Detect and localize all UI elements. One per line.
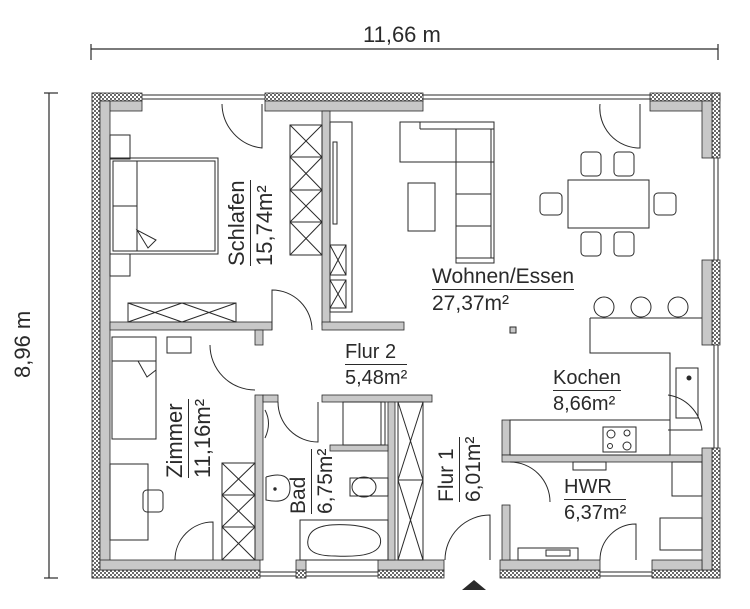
room-area: 6,75m² [314, 448, 337, 514]
furniture-bad [264, 401, 389, 561]
exterior-walls [91, 92, 721, 579]
windows [142, 94, 719, 577]
room-label-zimmer: Zimmer 11,16m² [162, 398, 215, 478]
room-label-bad: Bad 6,75m² [287, 448, 337, 514]
furniture-kochen [509, 317, 702, 456]
room-label-wohnen: Wohnen/Essen 27,37m² [432, 265, 575, 315]
room-name: Zimmer [162, 398, 189, 478]
entrance-arrow [462, 580, 486, 590]
dimension-width-label: 11,66 m [363, 22, 441, 47]
room-area: 5,48m² [345, 367, 408, 389]
room-label-flur1: Flur 1 6,01m² [435, 436, 485, 502]
room-name: Wohnen/Essen [432, 265, 575, 290]
furniture-hwr [517, 461, 703, 561]
room-name: Bad [287, 448, 312, 514]
room-name: Kochen [553, 367, 621, 391]
room-area: 15,74m² [252, 185, 277, 266]
room-name: Flur 1 [435, 436, 460, 502]
furniture-flur1 [397, 401, 424, 561]
dimension-width-line [90, 44, 719, 60]
doors [174, 103, 703, 561]
room-area: 27,37m² [432, 292, 510, 315]
room-name: HWR [564, 477, 627, 500]
room-area: 11,16m² [190, 398, 215, 478]
furniture-schlafen [109, 121, 353, 323]
room-label-kochen: Kochen 8,66m² [553, 368, 621, 414]
room-name: Flur 2 [345, 342, 408, 365]
room-label-hwr: HWR 6,37m² [564, 477, 627, 524]
furniture-wohnen [399, 121, 689, 334]
room-area: 6,37m² [564, 502, 627, 524]
dimension-depth-line [44, 92, 58, 579]
room-label-schlafen: Schlafen 15,74m² [224, 180, 277, 266]
room-area: 8,66m² [553, 393, 616, 415]
room-label-flur2: Flur 2 5,48m² [345, 342, 408, 389]
exterior-wall-core [99, 100, 713, 571]
room-name: Schlafen [224, 180, 251, 266]
room-area: 6,01m² [462, 436, 485, 502]
furniture-zimmer [109, 336, 256, 561]
dimension-depth-label: 8,96 m [10, 310, 35, 378]
